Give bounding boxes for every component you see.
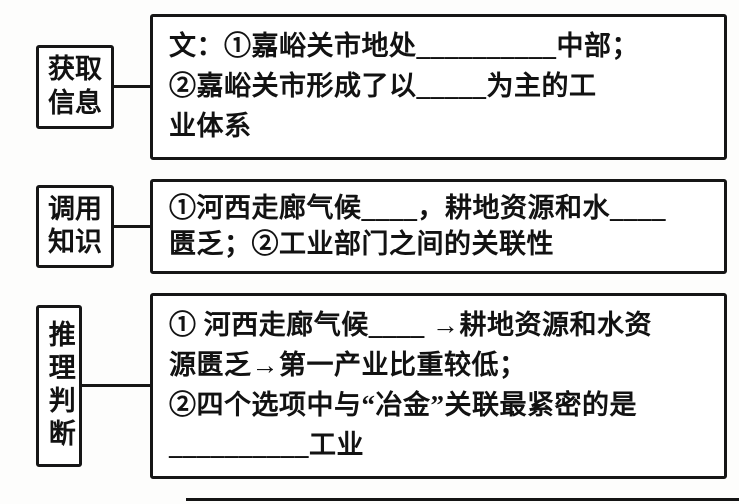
content-box-reasoning-judgment: ① 河西走廊气候____ →耕地资源和水资 源匮乏→第一产业比重较低； ②四个选…: [150, 292, 727, 479]
step-label-invoke-knowledge: 调用 知识: [36, 184, 114, 269]
label-column: 获取 信息: [36, 45, 150, 129]
label-column: 推理判断: [36, 304, 150, 467]
flow-row-reasoning-judgment: 推理判断 ① 河西走廊气候____ →耕地资源和水资 源匮乏→第一产业比重较低；…: [36, 292, 727, 479]
label-column: 调用 知识: [36, 184, 150, 269]
connector-line: [114, 224, 150, 228]
step-label-obtain-info: 获取 信息: [36, 45, 114, 129]
step-label-reasoning-judgment: 推理判断: [36, 304, 82, 467]
content-box-invoke-knowledge: ①河西走廊气候____，耕地资源和水____ 匮乏；②工业部门之间的关联性: [150, 178, 727, 274]
page-bottom-rule: [186, 498, 739, 501]
content-box-obtain-info: 文：①嘉峪关市地处__________中部； ②嘉峪关市形成了以_____为主的…: [150, 14, 727, 160]
flow-row-invoke-knowledge: 调用 知识 ①河西走廊气候____，耕地资源和水____ 匮乏；②工业部门之间的…: [36, 178, 727, 274]
flow-row-obtain-info: 获取 信息 文：①嘉峪关市地处__________中部； ②嘉峪关市形成了以__…: [36, 14, 727, 160]
connector-line: [114, 85, 150, 89]
connector-line: [81, 384, 150, 388]
